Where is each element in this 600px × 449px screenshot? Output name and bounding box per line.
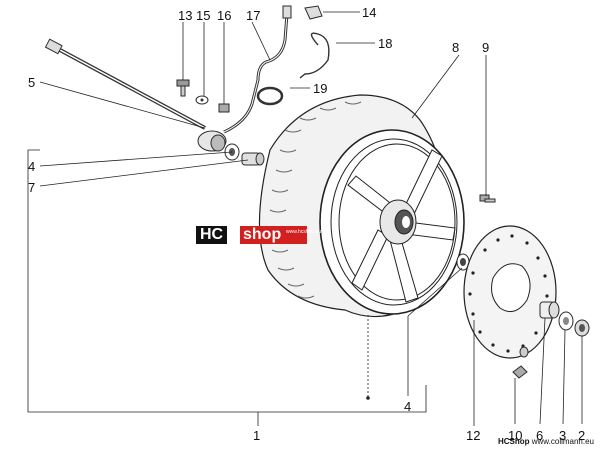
callout-15: 15 <box>196 8 210 23</box>
footer-site: www.collmann.eu <box>531 437 594 446</box>
washer-disc-part <box>519 346 529 358</box>
callout-6: 6 <box>536 428 543 443</box>
speedo-drive-part <box>197 130 227 152</box>
brake-disc-part <box>463 225 557 359</box>
right-bearing-part <box>456 253 470 271</box>
spacer-part <box>241 152 265 166</box>
watermark-url: www.hcshop.eu <box>286 229 322 235</box>
clip-14-part <box>304 5 323 20</box>
bolt-9-part <box>479 194 496 203</box>
screw-13-part <box>176 79 190 97</box>
callout-4-right: 4 <box>404 399 411 414</box>
footer-brand: HCShop <box>497 437 530 446</box>
callout-3: 3 <box>559 428 566 443</box>
wheel-assembly <box>258 94 465 318</box>
leader-dot <box>366 396 370 400</box>
clamp-19-part <box>256 86 284 106</box>
axle-part <box>44 38 206 130</box>
footer-credit: HCShop www.collmann.eu <box>498 437 594 446</box>
callout-1: 1 <box>253 428 260 443</box>
spacer-6-part <box>539 301 560 319</box>
watermark-hc: HC <box>196 226 228 244</box>
callout-5: 5 <box>28 75 35 90</box>
callout-labels: 13 15 16 17 14 18 19 8 9 5 4 7 4 1 12 10… <box>28 5 585 443</box>
callout-17: 17 <box>246 8 260 23</box>
speedo-cable-part <box>223 5 292 134</box>
washer-3-part <box>558 311 574 331</box>
watermark-shop: shop <box>240 226 308 244</box>
callout-4-left: 4 <box>28 159 35 174</box>
callout-13: 13 <box>178 8 192 23</box>
callout-16: 16 <box>217 8 231 23</box>
callout-2: 2 <box>578 428 585 443</box>
washer-15-part <box>195 95 209 105</box>
callout-12: 12 <box>466 428 480 443</box>
callout-18: 18 <box>378 36 392 51</box>
leader-lines <box>27 11 583 426</box>
callout-7: 7 <box>28 180 35 195</box>
wire-loop-18-part <box>299 32 330 79</box>
nut-2-part <box>574 319 590 337</box>
callout-10: 10 <box>508 428 522 443</box>
callout-14: 14 <box>362 5 376 20</box>
callout-19: 19 <box>313 81 327 96</box>
disc-bolt-10-part <box>512 365 528 379</box>
callout-9: 9 <box>482 40 489 55</box>
nut-16-part <box>218 103 230 113</box>
callout-8: 8 <box>452 40 459 55</box>
